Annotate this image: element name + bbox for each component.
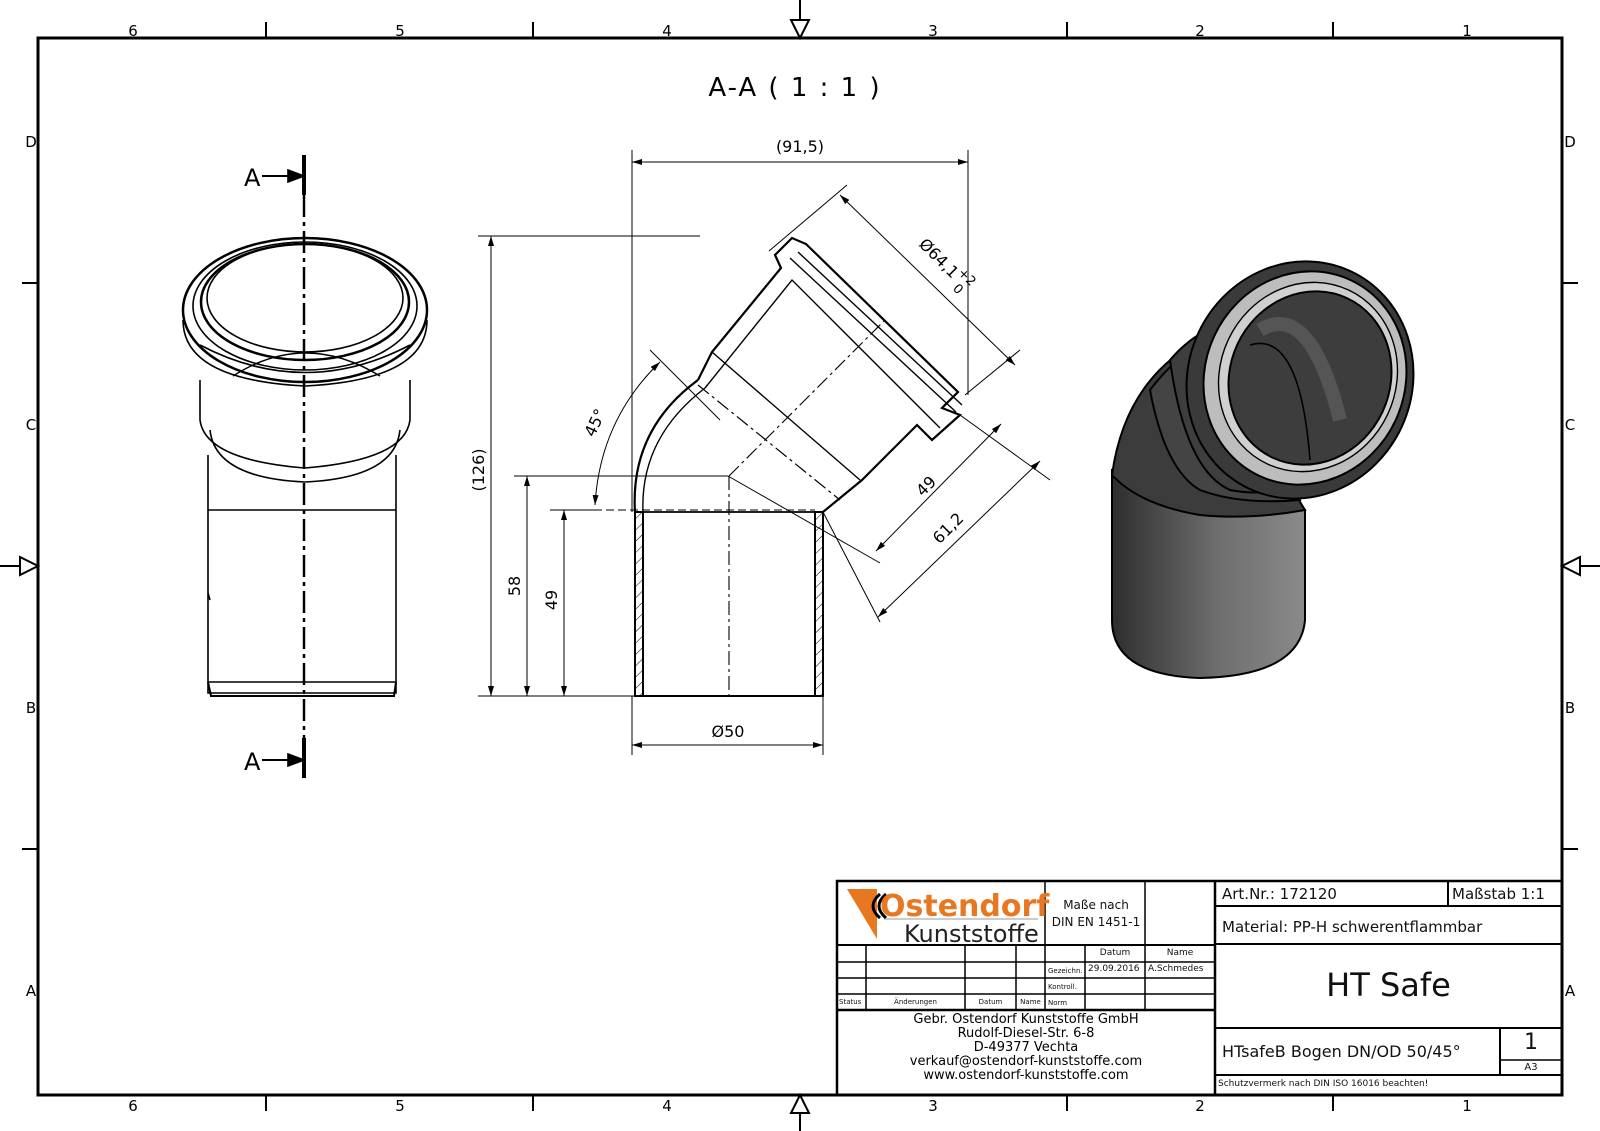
- isometric-render: [1110, 260, 1415, 680]
- svg-text:Kunststoffe: Kunststoffe: [904, 920, 1039, 948]
- scale: Maßstab 1:1: [1452, 885, 1545, 903]
- svg-text:3: 3: [928, 1097, 938, 1115]
- svg-text:(126): (126): [469, 448, 488, 491]
- svg-text:6: 6: [128, 1097, 138, 1115]
- address-line: Rudolf-Diesel-Str. 6-8: [957, 1026, 1095, 1041]
- svg-text:6: 6: [128, 22, 138, 40]
- svg-text:1: 1: [1462, 22, 1472, 40]
- col-datum: Datum: [1099, 948, 1131, 958]
- cut-label-top: A: [244, 164, 261, 192]
- product-family: HT Safe: [1326, 966, 1451, 1004]
- title-block-grid: [835, 879, 1564, 1097]
- product-description: HTsafeB Bogen DN/OD 50/45°: [1222, 1042, 1461, 1061]
- svg-text:61,2: 61,2: [929, 509, 968, 548]
- svg-text:2: 2: [1195, 1097, 1205, 1115]
- front-view: [181, 155, 429, 778]
- standard-label-line2: DIN EN 1451-1: [1051, 915, 1141, 929]
- svg-text:C: C: [26, 416, 36, 434]
- address-line: www.ostendorf-kunststoffe.com: [923, 1068, 1129, 1083]
- row-gezeichn: Gezeichn.: [1048, 967, 1083, 975]
- company-address: Gebr. Ostendorf Kunststoffe GmbH Rudolf-…: [837, 1013, 1215, 1083]
- address-line: verkauf@ostendorf-kunststoffe.com: [909, 1054, 1143, 1069]
- article-number: Art.Nr.: 172120: [1222, 885, 1337, 903]
- svg-text:A: A: [26, 982, 37, 1000]
- copyright-note: Schutzvermerk nach DIN ISO 16016 beachte…: [1218, 1079, 1429, 1089]
- section-view: [478, 150, 1051, 755]
- section-title: A-A ( 1 : 1 ): [708, 73, 881, 103]
- rev-name: Name: [1020, 998, 1041, 1006]
- zone-labels: 6 5 4 3 2 1 6 5 4 3 2 1 D C B A D C B A: [25, 22, 1576, 1115]
- svg-text:(91,5): (91,5): [776, 137, 824, 156]
- svg-text:5: 5: [395, 22, 405, 40]
- svg-text:5: 5: [395, 1097, 405, 1115]
- material: Material: PP-H schwerentflammbar: [1222, 918, 1483, 936]
- standard-label-line1: Maße nach: [1063, 898, 1129, 912]
- cut-label-bottom: A: [244, 748, 261, 776]
- svg-text:0: 0: [949, 281, 965, 297]
- rev-date: Datum: [978, 998, 1003, 1006]
- svg-text:1: 1: [1462, 1097, 1472, 1115]
- svg-text:4: 4: [662, 1097, 672, 1115]
- company-logo: Ostendorf Kunststoffe: [847, 889, 1050, 948]
- svg-text:2: 2: [1195, 22, 1205, 40]
- svg-text:C: C: [1565, 416, 1575, 434]
- svg-text:4: 4: [662, 22, 672, 40]
- svg-text:Ø50: Ø50: [712, 722, 745, 741]
- svg-text:D: D: [25, 133, 37, 151]
- svg-text:D: D: [1564, 133, 1576, 151]
- svg-text:B: B: [26, 699, 36, 717]
- rev-changes: Änderungen: [894, 998, 937, 1006]
- col-name: Name: [1166, 948, 1194, 958]
- address-line: D-49377 Vechta: [973, 1040, 1079, 1055]
- svg-text:Ostendorf: Ostendorf: [880, 889, 1050, 924]
- drawn-date: 29.09.2016: [1088, 964, 1140, 974]
- svg-text:B: B: [1565, 699, 1575, 717]
- rev-status: Status: [839, 998, 862, 1006]
- svg-text:58: 58: [505, 576, 524, 596]
- row-kontroll: Kontroll.: [1048, 983, 1077, 991]
- row-norm: Norm: [1048, 999, 1068, 1007]
- sheet-number: 1: [1524, 1030, 1538, 1055]
- svg-text:3: 3: [928, 22, 938, 40]
- drawn-by: A.Schmedes: [1148, 964, 1204, 974]
- svg-text:A: A: [1565, 982, 1576, 1000]
- svg-text:49: 49: [912, 472, 940, 500]
- svg-text:45°: 45°: [580, 406, 609, 440]
- address-line: Gebr. Ostendorf Kunststoffe GmbH: [913, 1012, 1139, 1027]
- sheet-format: A3: [1524, 1062, 1538, 1073]
- svg-text:49: 49: [542, 590, 561, 610]
